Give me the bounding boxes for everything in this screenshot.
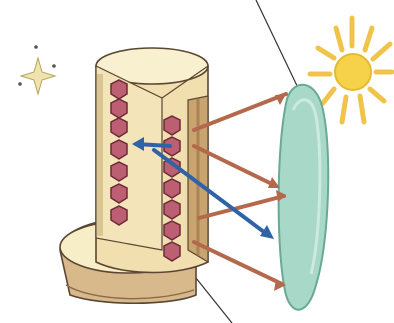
glass-panel (279, 85, 329, 310)
leader-line-top (256, 0, 300, 92)
sparkle-icon (18, 45, 56, 94)
